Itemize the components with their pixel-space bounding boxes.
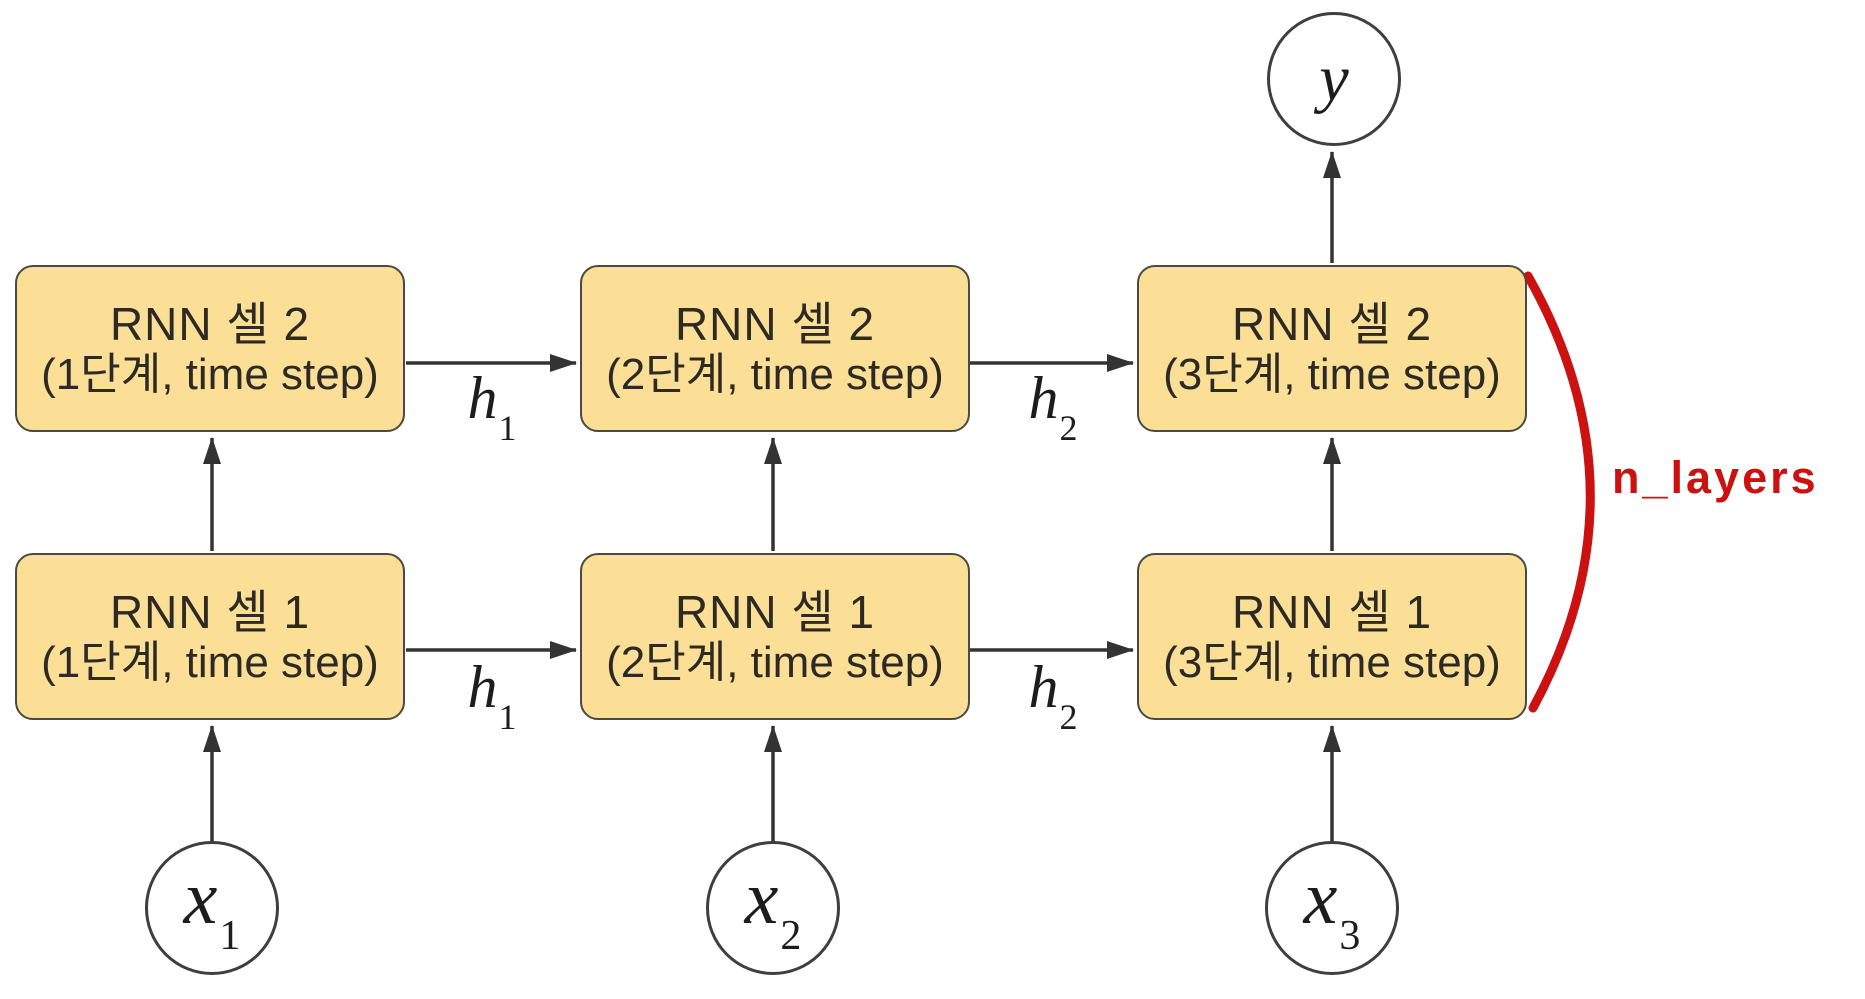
rnn-cell1-step2-box: RNN 셀 1 (2단계, time step) — [580, 553, 970, 720]
cell-title: RNN 셀 1 — [109, 585, 311, 638]
rnn-cell2-step3-box: RNN 셀 2 (3단계, time step) — [1137, 265, 1527, 432]
cell-title: RNN 셀 2 — [1231, 297, 1433, 350]
n-layers-brace-curve — [1523, 271, 1595, 713]
hidden-state-label-h1-top: h1 — [467, 365, 517, 448]
hidden-state-label-h2-top: h2 — [1028, 365, 1078, 448]
cell-subtitle: (2단계, time step) — [606, 349, 944, 399]
cell-title: RNN 셀 1 — [674, 585, 876, 638]
input-node-label: x1 — [183, 855, 241, 959]
output-node-label: y — [1319, 42, 1349, 115]
input-node-x3: x3 — [1265, 841, 1399, 975]
input-node-x1: x1 — [145, 841, 279, 975]
cell-subtitle: (3단계, time step) — [1163, 349, 1501, 399]
output-node-y: y — [1267, 12, 1401, 146]
cell-subtitle: (3단계, time step) — [1163, 637, 1501, 687]
hidden-state-label-h1-bottom: h1 — [467, 654, 517, 737]
cell-subtitle: (1단계, time step) — [41, 349, 379, 399]
rnn-cell2-step1-box: RNN 셀 2 (1단계, time step) — [15, 265, 405, 432]
rnn-cell1-step1-box: RNN 셀 1 (1단계, time step) — [15, 553, 405, 720]
cell-subtitle: (2단계, time step) — [606, 637, 944, 687]
hidden-state-label-h2-bottom: h2 — [1028, 654, 1078, 737]
input-node-label: x2 — [744, 855, 802, 959]
rnn-cell2-step2-box: RNN 셀 2 (2단계, time step) — [580, 265, 970, 432]
n-layers-annotation: n_layers — [1612, 452, 1819, 503]
input-node-x2: x2 — [706, 841, 840, 975]
cell-title: RNN 셀 2 — [109, 297, 311, 350]
cell-subtitle: (1단계, time step) — [41, 637, 379, 687]
cell-title: RNN 셀 2 — [674, 297, 876, 350]
input-node-label: x3 — [1303, 855, 1361, 959]
cell-title: RNN 셀 1 — [1231, 585, 1433, 638]
rnn-cell1-step3-box: RNN 셀 1 (3단계, time step) — [1137, 553, 1527, 720]
